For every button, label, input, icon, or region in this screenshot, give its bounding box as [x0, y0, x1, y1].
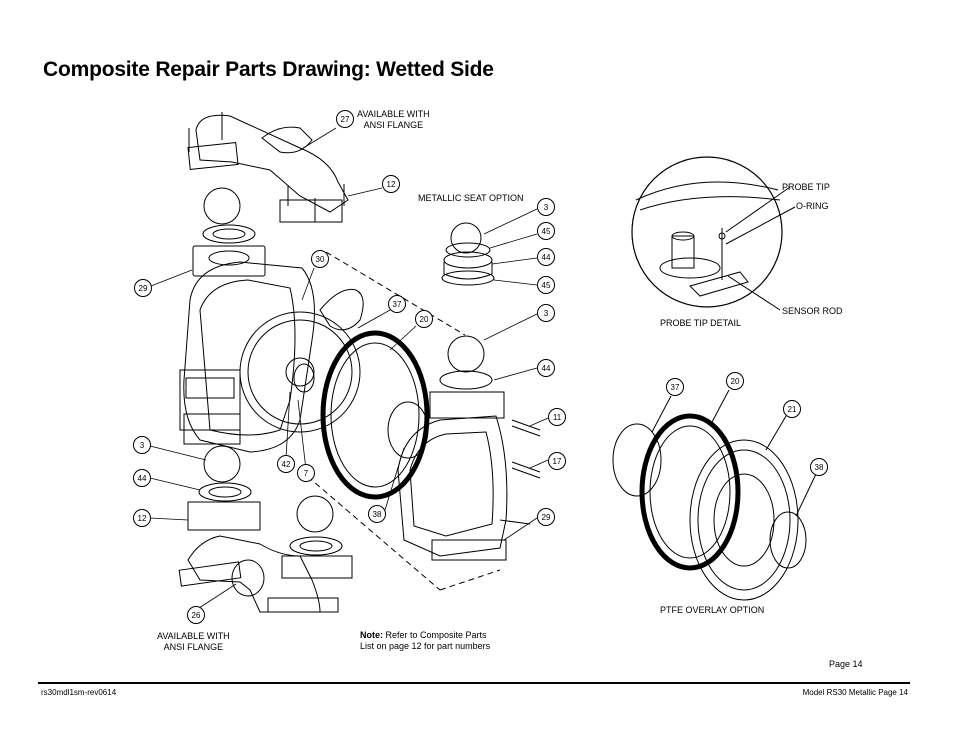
top-manifold-drawing: [187, 112, 349, 223]
ptfe-overlay-option-label: PTFE OVERLAY OPTION: [660, 605, 765, 615]
callout-44: 44: [537, 248, 555, 266]
ansi-flange-text: ANSI FLANGE: [363, 120, 424, 130]
bottom-manifold-drawing: [178, 535, 339, 613]
fastener-bolts: [499, 419, 541, 525]
check-ball-bottom-mid: [296, 495, 334, 533]
ansi-flange-text: ANSI FLANGE: [163, 642, 224, 652]
ptfe-overlay-drawing: [612, 389, 817, 601]
inner-chamber-plate: [239, 311, 361, 433]
callout-42: 42: [277, 455, 295, 473]
callout-11: 11: [548, 408, 566, 426]
callout-37: 37: [388, 295, 406, 313]
available-with-label-bottom: AVAILABLE WITH ANSI FLANGE: [157, 631, 230, 653]
check-ball-right: [447, 335, 485, 373]
callout-12: 12: [133, 509, 151, 527]
callout-27: 27: [336, 110, 354, 128]
metallic-seat-option-label: METALLIC SEAT OPTION: [418, 193, 524, 203]
probe-tip-detail-label: PROBE TIP DETAIL: [660, 318, 742, 328]
note-bold: Note:: [360, 630, 383, 640]
callout-45: 45: [537, 222, 555, 240]
callout-30: 30: [311, 250, 329, 268]
callout-38: 38: [368, 505, 386, 523]
footer-doc-id: rs30mdl1sm-rev0614: [41, 688, 117, 697]
note-line1: Refer to Composite Parts: [383, 630, 487, 640]
page-number: Page 14: [829, 659, 863, 669]
sensor-rod-label: SENSOR ROD: [782, 306, 843, 316]
callout-21: 21: [783, 400, 801, 418]
callout-29: 29: [134, 279, 152, 297]
callout-20: 20: [415, 310, 433, 328]
diaphragm: [320, 330, 430, 500]
callout-7: 7: [297, 464, 315, 482]
right-outer-chamber-drawing: [397, 415, 508, 561]
o-ring-label: O-RING: [796, 201, 829, 211]
probe-tip-label: PROBE TIP: [782, 182, 830, 192]
available-with-text: AVAILABLE WITH: [157, 631, 230, 641]
note-line2: List on page 12 for part numbers: [360, 641, 491, 651]
callout-45: 45: [537, 276, 555, 294]
callout-26: 26: [187, 606, 205, 624]
check-ball-bottom-left: [203, 445, 241, 483]
callout-20: 20: [726, 372, 744, 390]
footer-model-page: Model RS30 Metallic Page 14: [802, 688, 908, 697]
callout-3: 3: [133, 436, 151, 454]
probe-tip-detail-drawing: [631, 156, 796, 311]
available-with-text: AVAILABLE WITH: [357, 109, 430, 119]
footer-rule: [38, 682, 910, 684]
callout-17: 17: [548, 452, 566, 470]
callout-3: 3: [537, 198, 555, 216]
callout-44: 44: [133, 469, 151, 487]
parts-note: Note: Refer to Composite Parts List on p…: [360, 630, 490, 652]
page-title: Composite Repair Parts Drawing: Wetted S…: [43, 58, 494, 81]
callout-leaders: [149, 127, 549, 611]
callout-29: 29: [537, 508, 555, 526]
callout-3: 3: [537, 304, 555, 322]
callout-37: 37: [666, 378, 684, 396]
callout-12: 12: [382, 175, 400, 193]
callout-44: 44: [537, 359, 555, 377]
check-ball-top-left: [203, 187, 241, 225]
callout-38: 38: [810, 458, 828, 476]
assembly-guide-lines: [299, 251, 501, 591]
available-with-label-top: AVAILABLE WITH ANSI FLANGE: [357, 109, 430, 131]
